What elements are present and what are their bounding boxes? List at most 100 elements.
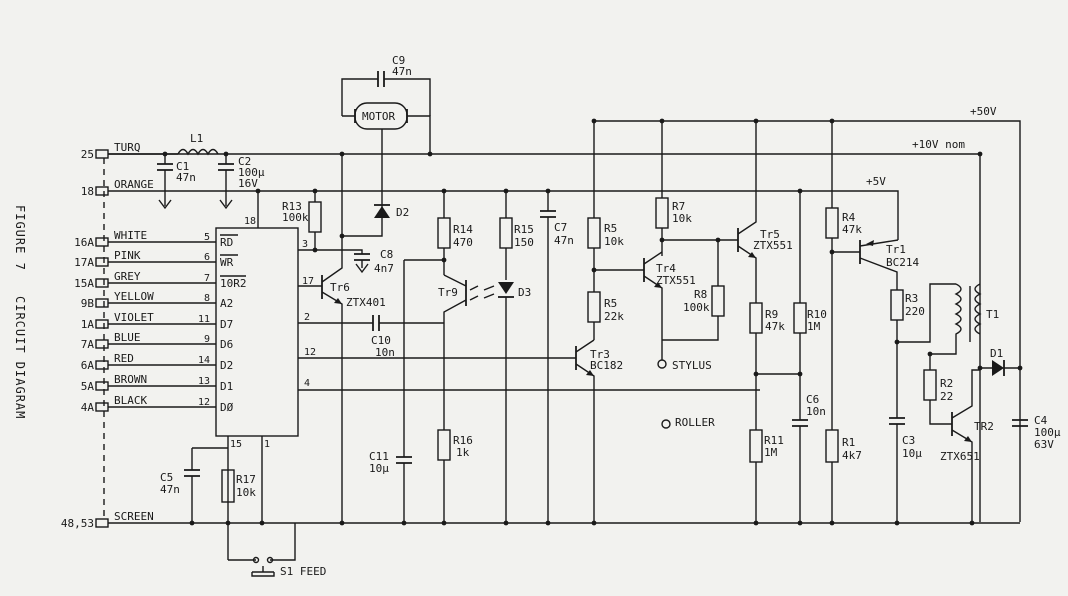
svg-text:3: 3 (302, 239, 308, 250)
svg-text:C10: C10 (371, 334, 391, 347)
ic-pin-signal: DØ (220, 401, 234, 414)
svg-text:1M: 1M (807, 320, 821, 333)
resistor-r2: R2 22 (923, 369, 953, 425)
diode-d1: D1 (980, 347, 1020, 376)
svg-text:C2: C2 (238, 155, 251, 168)
transformer-t1: T1 (929, 283, 999, 370)
svg-text:Tr5: Tr5 (760, 228, 780, 241)
capacitor-c5: C5 47n (160, 447, 228, 523)
svg-text:+10V nom: +10V nom (912, 138, 965, 151)
svg-text:100k: 100k (683, 301, 710, 314)
svg-text:C9: C9 (392, 54, 405, 67)
connector-wire-name: GREY (114, 270, 141, 283)
svg-text:ZTX551: ZTX551 (656, 274, 696, 287)
resistor-r9: R9 47k (749, 302, 800, 430)
svg-text:47n: 47n (554, 234, 574, 247)
svg-text:47n: 47n (160, 483, 180, 496)
svg-text:10µ: 10µ (902, 447, 922, 460)
svg-text:10k: 10k (236, 486, 256, 499)
switch-s1-feed[interactable]: S1 FEED (228, 523, 326, 578)
ic-pin-number: 7 (204, 273, 210, 284)
roller-terminal[interactable]: ROLLER (661, 416, 715, 429)
resistor-r4: R4 47k (825, 121, 862, 253)
svg-text:Tr6: Tr6 (330, 281, 350, 294)
svg-text:R13: R13 (282, 200, 302, 213)
svg-text:1: 1 (264, 439, 270, 450)
svg-text:R8: R8 (694, 288, 707, 301)
svg-text:47n: 47n (392, 65, 412, 78)
ic-pin-number: 6 (204, 252, 210, 263)
rail-50v: +50V (594, 105, 1021, 522)
svg-text:R7: R7 (672, 200, 685, 213)
connector-pin: 15A GREY (74, 270, 216, 290)
ic-pin: 9 D6 (204, 334, 233, 351)
svg-text:R15: R15 (514, 223, 534, 236)
svg-text:22k: 22k (604, 310, 624, 323)
svg-text:1k: 1k (456, 446, 470, 459)
ic-pin-number: 9 (204, 334, 210, 345)
connector-pin-number: 16A (74, 236, 94, 249)
svg-text:R5: R5 (604, 222, 617, 235)
svg-text:+5V: +5V (866, 175, 886, 188)
ic-pin-signal: D6 (220, 338, 233, 351)
resistor-r15: R15 150 (499, 191, 534, 280)
capacitor-c9: C9 47n (341, 54, 431, 116)
svg-text:D2: D2 (396, 206, 409, 219)
svg-text:47n: 47n (176, 171, 196, 184)
resistor-r8: R8 100k (662, 239, 725, 341)
capacitor-c6: C6 10n (792, 393, 826, 523)
ic-pin-signal: D2 (220, 359, 233, 372)
capacitor-c4: C4 100µ 63V (1012, 414, 1061, 451)
connector: 25TURQ18ORANGE16AWHITE17APINK15AGREY9BYE… (61, 141, 216, 530)
svg-text:Tr1: Tr1 (886, 243, 906, 256)
svg-text:R10: R10 (807, 308, 827, 321)
connector-pin-number: 48,53 (61, 517, 94, 530)
svg-text:TR2: TR2 (974, 420, 994, 433)
svg-text:BC182: BC182 (590, 359, 623, 372)
resistor-r1: R1 4k7 (825, 252, 862, 523)
svg-text:ROLLER: ROLLER (675, 416, 715, 429)
svg-text:R11: R11 (764, 434, 784, 447)
ic-pin-signal: A2 (220, 297, 233, 310)
connector-pin-number: 5A (81, 380, 95, 393)
resistor-r16: R16 1k (437, 429, 473, 461)
connector-wire-name: BLACK (114, 394, 147, 407)
connector-pin-number: 9B (81, 297, 95, 310)
resistor-r5-top: R5 10k (587, 121, 624, 292)
svg-text:22: 22 (940, 390, 953, 403)
svg-text:L1: L1 (190, 132, 203, 145)
capacitor-c1: C1 47n (157, 154, 196, 210)
svg-text:MOTOR: MOTOR (362, 110, 395, 123)
transistor-tr5: Tr5 ZTX551 (718, 121, 793, 303)
connector-wire-name: BLUE (114, 331, 141, 344)
svg-text:C3: C3 (902, 434, 915, 447)
connector-pin-number: 15A (74, 277, 94, 290)
figure-number: FIGURE 7 (13, 205, 27, 271)
svg-text:R2: R2 (940, 377, 953, 390)
rail-5v: +5V (108, 175, 899, 240)
transistor-tr4: Tr4 ZTX551 (594, 251, 696, 360)
transistor-tr3: Tr3 BC182 (575, 339, 623, 523)
svg-text:10n: 10n (806, 405, 826, 418)
ic-pin-number: 5 (204, 232, 210, 243)
svg-text:100µ: 100µ (238, 166, 265, 179)
stylus-terminal[interactable]: STYLUS (657, 359, 712, 372)
ic-pin-signal: D1 (220, 380, 233, 393)
transistor-tr6: 17 Tr6 ZTX401 (298, 154, 386, 523)
svg-text:470: 470 (453, 236, 473, 249)
led-d3: D3 (483, 282, 531, 523)
svg-text:ZTX651: ZTX651 (940, 450, 980, 463)
